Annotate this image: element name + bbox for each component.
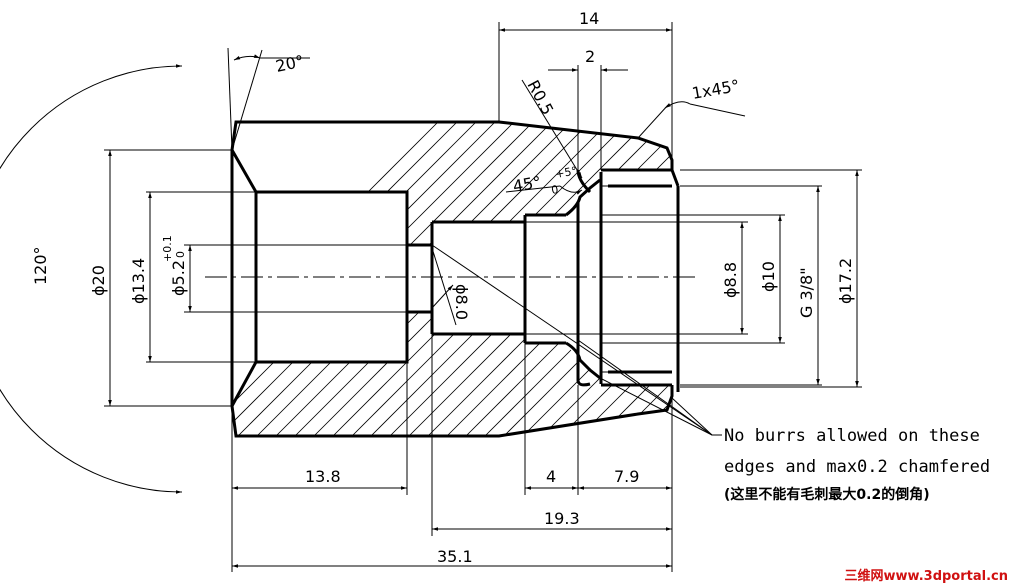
dim-19-3: 19.3 xyxy=(544,509,580,528)
dim-14: 14 xyxy=(579,9,599,28)
dim-phi17-2: ϕ17.2 xyxy=(836,258,855,304)
dim-phi13-4: ϕ13.4 xyxy=(129,258,148,304)
dim-20deg: 20° xyxy=(274,51,306,75)
note-line-2: edges and max0.2 chamfered xyxy=(724,457,990,477)
dimension-labels: 14 2 1x45° R0.5 45° +5° 0 20° 120° ϕ20 ϕ… xyxy=(31,9,855,566)
burr-note: No burrs allowed on these edges and max0… xyxy=(724,426,990,503)
dim-phi8-0: ϕ8.0 xyxy=(452,284,471,320)
extension-lines xyxy=(104,22,862,572)
section-hatching-top xyxy=(232,122,672,245)
dim-35-1: 35.1 xyxy=(437,547,473,566)
dim-13-8: 13.8 xyxy=(305,467,341,486)
dim-2: 2 xyxy=(585,47,595,66)
dim-phi5-2-tol-lower: 0 xyxy=(174,251,187,258)
dim-45deg: 45° xyxy=(511,172,542,196)
dim-phi5-2: ϕ5.2 xyxy=(169,260,188,296)
note-line-3: (这里不能有毛刺最大0.2的倒角) xyxy=(724,486,930,503)
part-outline xyxy=(230,120,680,438)
dim-45deg-tol-upper: +5° xyxy=(554,164,578,181)
section-hatching-bottom xyxy=(232,312,672,436)
dim-1x45: 1x45° xyxy=(690,76,741,103)
dim-phi10: ϕ10 xyxy=(759,261,778,292)
dim-r05: R0.5 xyxy=(523,77,557,118)
dim-phi5-2-tol-upper: +0.1 xyxy=(161,235,174,262)
dim-45deg-tol-lower: 0 xyxy=(550,183,559,197)
dim-phi8-8: ϕ8.8 xyxy=(721,262,740,298)
dim-7-9: 7.9 xyxy=(614,467,639,486)
note-line-1: No burrs allowed on these xyxy=(724,426,980,446)
dim-120deg: 120° xyxy=(31,246,50,285)
dim-4: 4 xyxy=(546,467,556,486)
dimension-lines xyxy=(0,28,859,568)
watermark: 三维网www.3dportal.cn xyxy=(845,568,1008,584)
dim-phi20: ϕ20 xyxy=(89,265,108,296)
dim-thread: G 3/8" xyxy=(797,267,816,318)
